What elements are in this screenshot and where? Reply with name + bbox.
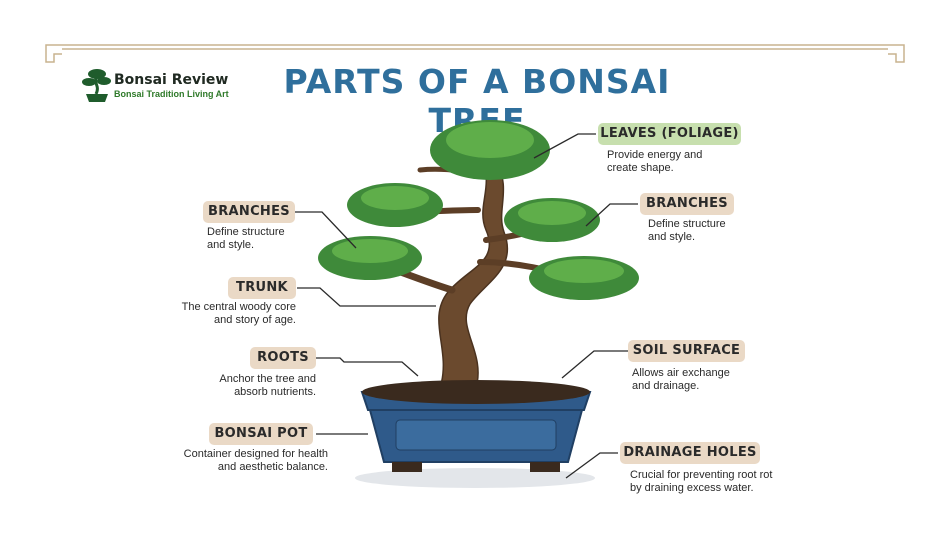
label-roots: ROOTS <box>250 347 316 369</box>
foliage-shape <box>318 120 639 300</box>
desc-trunk-2: and story of age. <box>214 314 296 326</box>
pot-shape <box>360 380 592 472</box>
label-branches-left: BRANCHES <box>203 201 295 223</box>
desc-roots-2: absorb nutrients. <box>234 386 316 398</box>
desc-soil-2: and drainage. <box>632 380 700 392</box>
label-soil-surface: SOIL SURFACE <box>628 340 745 362</box>
desc-soil-1: Allows air exchange <box>632 367 730 379</box>
desc-branches-left-1: Define structure <box>207 226 285 238</box>
desc-trunk-1: The central woody core <box>181 301 296 313</box>
bonsai-logo-icon <box>82 69 111 102</box>
label-trunk: TRUNK <box>228 277 296 299</box>
label-bonsai-pot: BONSAI POT <box>209 423 313 445</box>
brand-tagline: Bonsai Tradition Living Art <box>114 89 229 99</box>
trunk-shape <box>438 159 509 389</box>
brand-name: Bonsai Review <box>114 72 229 88</box>
desc-branches-right-2: and style. <box>648 231 696 243</box>
label-leaves: LEAVES (FOLIAGE) <box>598 123 741 145</box>
desc-leaves-1: Provide energy and <box>607 149 703 161</box>
desc-pot-2: and aesthetic balance. <box>217 461 328 473</box>
label-drainage-holes: DRAINAGE HOLES <box>620 442 760 464</box>
desc-branches-right-1: Define structure <box>648 218 726 230</box>
pot-shadow <box>355 468 595 488</box>
desc-roots-1: Anchor the tree and <box>219 373 316 385</box>
desc-branches-left-2: and style. <box>207 239 255 251</box>
leader-lines <box>294 133 638 479</box>
desc-leaves-2: create shape. <box>607 162 674 174</box>
desc-drainage-1: Crucial for preventing root rot <box>630 469 773 481</box>
label-branches-right: BRANCHES <box>640 193 734 215</box>
desc-pot-1: Container designed for health <box>183 448 328 460</box>
desc-drainage-2: by draining excess water. <box>630 482 754 494</box>
